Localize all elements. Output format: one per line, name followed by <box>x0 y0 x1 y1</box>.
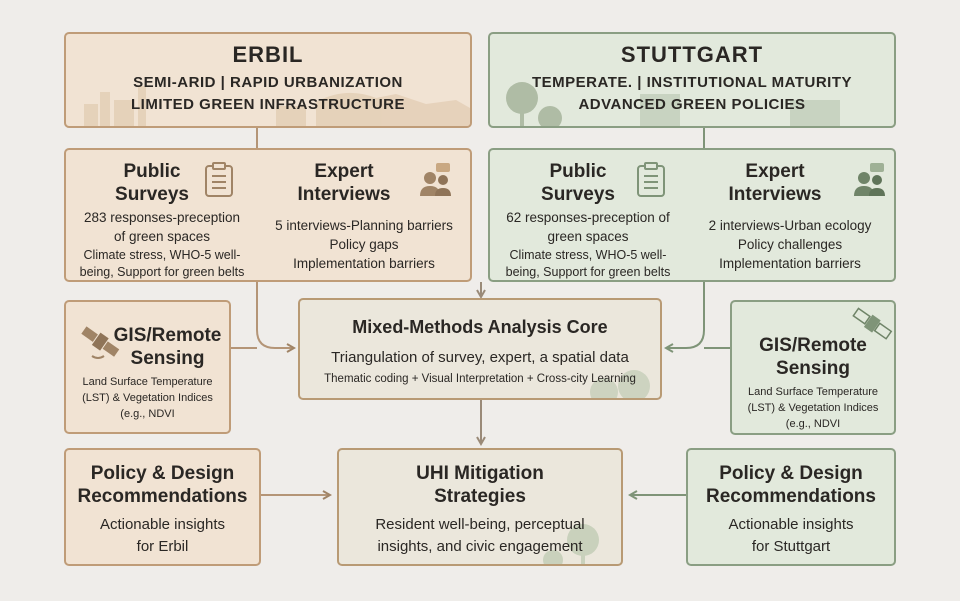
erbil-gis-line2: (LST) & Vegetation Indices <box>82 392 213 404</box>
erbil-interviews-line3: Implementation barriers <box>293 256 435 271</box>
people-chat-icon <box>420 163 451 196</box>
stuttgart-flow-line <box>666 128 705 348</box>
stuttgart-header-box: STUTTGART TEMPERATE. | INSTITUTIONAL MAT… <box>488 32 896 128</box>
stuttgart-policy-box: Policy & Design Recommendations Actionab… <box>686 448 896 566</box>
clipboard-icon <box>637 162 665 197</box>
erbil-interviews-title2: Interviews <box>297 184 391 205</box>
stuttgart-gis-line1: Land Surface Temperature <box>747 386 879 398</box>
erbil-policy-box: Policy & Design Recommendations Actionab… <box>64 448 261 566</box>
stuttgart-interviews-title2: Interviews <box>728 184 822 205</box>
tree-icon <box>590 370 650 398</box>
stuttgart-policy-line2: for Stuttgart <box>751 538 831 555</box>
uhi-title2: Strategies <box>434 486 526 507</box>
erbil-methods-box: Public Surveys 283 responses-preception … <box>64 148 472 282</box>
stuttgart-title: STUTTGART <box>620 42 764 67</box>
uhi-box: UHI Mitigation Strategies Resident well-… <box>337 448 623 566</box>
stuttgart-surveys-line2: green spaces <box>547 229 629 244</box>
stuttgart-subtitle-line1: TEMPERATE. | INSTITUTIONAL MATURITY <box>531 74 853 91</box>
core-line1: Triangulation of survey, expert, a spati… <box>331 349 629 366</box>
stuttgart-policy-line1: Actionable insights <box>728 516 854 533</box>
erbil-header-box: ERBIL SEMI-ARID | RAPID URBANIZATION LIM… <box>64 32 472 128</box>
erbil-policy-line2: for Erbil <box>136 538 189 555</box>
erbil-surveys-line2: of green spaces <box>113 229 211 244</box>
erbil-policy-line1: Actionable insights <box>99 516 226 533</box>
erbil-surveys-line1: 283 responses-preception <box>83 210 241 225</box>
stuttgart-subtitle-line2: ADVANCED GREEN POLICIES <box>578 96 806 113</box>
erbil-surveys-line4: being, Support for green belts <box>79 265 245 279</box>
erbil-subtitle-line1: SEMI-ARID | RAPID URBANIZATION <box>133 74 403 91</box>
stuttgart-surveys-line4: being, Support for green belts <box>505 265 671 279</box>
stuttgart-gis-line2: (LST) & Vegetation Indices <box>747 402 879 414</box>
erbil-gis-title1: GIS/Remote <box>113 325 222 346</box>
erbil-flow-line <box>256 128 294 348</box>
stuttgart-interviews-title1: Expert <box>745 161 805 182</box>
erbil-policy-title2: Recommendations <box>77 486 248 507</box>
tree-icon <box>543 524 599 564</box>
clipboard-icon <box>205 162 233 197</box>
stuttgart-surveys-line1: 62 responses-preception of <box>506 210 670 225</box>
stuttgart-surveys-title2: Surveys <box>541 184 615 205</box>
people-chat-icon <box>854 163 885 196</box>
erbil-interviews-title1: Expert <box>314 161 374 182</box>
erbil-interviews-line2: Policy gaps <box>329 237 399 252</box>
satellite-icon <box>852 307 893 340</box>
erbil-gis-title2: Sensing <box>130 348 205 369</box>
erbil-subtitle-line2: LIMITED GREEN INFRASTRUCTURE <box>131 96 405 113</box>
erbil-surveys-title2: Surveys <box>115 184 189 205</box>
stuttgart-interviews-line3: Implementation barriers <box>719 256 861 271</box>
stuttgart-interviews-line1: 2 interviews-Urban ecology <box>708 218 872 233</box>
stuttgart-surveys-title1: Public <box>549 161 607 182</box>
core-title: Mixed-Methods Analysis Core <box>352 317 608 337</box>
stuttgart-gis-title2: Sensing <box>776 358 850 379</box>
uhi-line1: Resident well-being, perceptual <box>375 516 585 533</box>
erbil-gis-box: GIS/Remote Sensing Land Surface Temperat… <box>64 300 231 434</box>
erbil-surveys-line3: Climate stress, WHO-5 well- <box>83 248 241 262</box>
erbil-policy-title1: Policy & Design <box>90 463 235 484</box>
erbil-gis-line1: Land Surface Temperature <box>82 376 213 388</box>
stuttgart-methods-box: Public Surveys 62 responses-preception o… <box>488 148 896 282</box>
erbil-interviews-line1: 5 interviews-Planning barriers <box>275 218 453 233</box>
stuttgart-interviews-line2: Policy challenges <box>737 237 843 252</box>
stuttgart-policy-title1: Policy & Design <box>719 463 863 484</box>
core-line2: Thematic coding + Visual Interpretation … <box>324 373 636 385</box>
satellite-icon <box>81 326 120 359</box>
erbil-surveys-title1: Public <box>123 161 181 182</box>
stuttgart-gis-line3: (e.g., NDVI <box>785 418 841 430</box>
uhi-line2: insights, and civic engagement <box>377 538 583 555</box>
stuttgart-policy-title2: Recommendations <box>706 486 876 507</box>
stuttgart-gis-title1: GIS/Remote <box>759 335 867 356</box>
uhi-title1: UHI Mitigation <box>416 463 544 484</box>
stuttgart-gis-box: GIS/Remote Sensing Land Surface Temperat… <box>730 300 896 435</box>
skyline-icon <box>84 86 470 126</box>
stuttgart-surveys-line3: Climate stress, WHO-5 well- <box>509 248 667 262</box>
erbil-title: ERBIL <box>232 42 304 67</box>
tree-icon <box>506 82 840 126</box>
analysis-core-box: Mixed-Methods Analysis Core Triangulatio… <box>298 298 662 400</box>
erbil-gis-line3: (e.g., NDVI <box>120 408 175 420</box>
